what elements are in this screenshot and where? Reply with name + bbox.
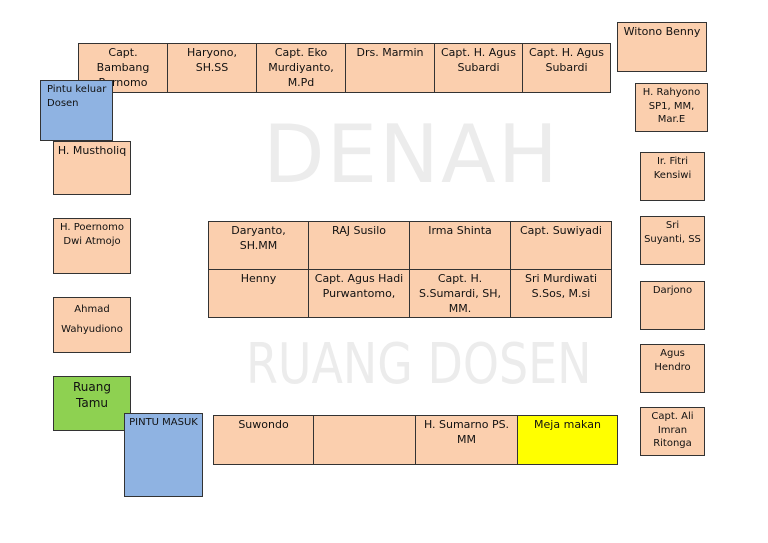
dining-table: Meja makan	[517, 415, 618, 465]
room-name-watermark: RUANG DOSEN	[246, 332, 592, 397]
desk-right-6: Agus Hendro	[640, 344, 705, 393]
desk-right-4: Sri Suyanti, SS	[640, 216, 705, 265]
desk-center-7: Capt. H. S.Sumardi, SH, MM.	[409, 269, 511, 318]
desk-left-1: H. Mustholiq	[53, 141, 131, 195]
desk-top-6: Capt. H. Agus Subardi	[522, 43, 611, 93]
desk-bottom-1: Suwondo	[213, 415, 314, 465]
desk-left-3: Ahmad Wahyudiono	[53, 297, 131, 353]
entrance-door: PINTU MASUK	[124, 413, 203, 497]
desk-right-1: Witono Benny	[617, 22, 707, 72]
desk-center-5: Henny	[208, 269, 309, 318]
desk-center-6: Capt. Agus Hadi Purwantomo,	[308, 269, 410, 318]
desk-top-3: Capt. Eko Murdiyanto, M.Pd	[256, 43, 346, 93]
guest-room: Ruang Tamu	[53, 376, 131, 431]
desk-bottom-2	[313, 415, 416, 465]
desk-center-1: Daryanto, SH.MM	[208, 221, 309, 270]
desk-center-2: RAJ Susilo	[308, 221, 410, 270]
desk-top-4: Drs. Marmin	[345, 43, 435, 93]
desk-left-2: H. Poernomo Dwi Atmojo	[53, 218, 131, 274]
desk-right-3: Ir. Fitri Kensiwi	[640, 152, 705, 201]
desk-center-3: Irma Shinta	[409, 221, 511, 270]
desk-center-8: Sri Murdiwati S.Sos, M.si	[510, 269, 612, 318]
floor-plan-title-watermark: DENAH	[263, 108, 560, 201]
desk-right-7: Capt. Ali Imran Ritonga	[640, 407, 705, 456]
desk-top-2: Haryono, SH.SS	[167, 43, 257, 93]
desk-center-4: Capt. Suwiyadi	[510, 221, 612, 270]
exit-door: Pintu keluar Dosen	[40, 80, 113, 141]
desk-right-2: H. Rahyono SP1, MM, Mar.E	[635, 83, 708, 132]
desk-bottom-3: H. Sumarno PS. MM	[415, 415, 518, 465]
desk-right-5: Darjono	[640, 281, 705, 330]
desk-top-5: Capt. H. Agus Subardi	[434, 43, 523, 93]
